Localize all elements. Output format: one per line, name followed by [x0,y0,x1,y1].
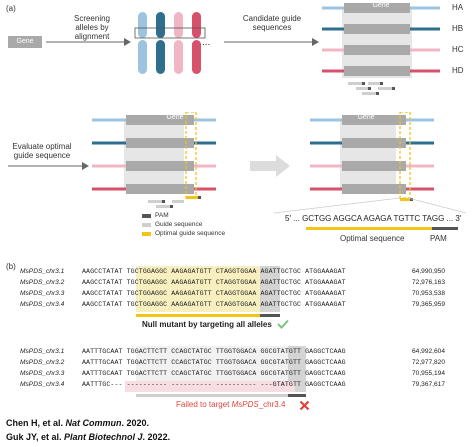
legend-swatch-optimal [142,231,151,236]
chromosome-1 [138,12,147,74]
alignment-block-1: MsPDS_chr3.1 AAGCCTATAT TGCTGGAGGC AAGAG… [20,268,470,312]
chromosome-set [134,12,206,74]
alignment-row: MsPDS_chr3.3 AATTTGCAAT TGGACTTCTT CCAGC… [20,370,446,377]
chromosome-2 [156,12,165,74]
cross-icon [299,400,310,411]
alignment-block-2: MsPDS_chr3.1 AATTTGCAAT TGGACTTCTT CCAGC… [20,348,470,392]
legend-item-guide: Guide sequence [142,220,225,229]
pam-highlight-1 [260,266,280,312]
gene-segment [344,45,410,55]
arrow-evaluate [8,162,89,170]
arrow-candidate [224,38,319,46]
legend-item-pam: PAM [142,211,225,220]
sequence-bars [306,227,458,230]
alignment-row: MsPDS_chr3.2 AAGCCTATAT TGCTGGAGGC AAGAG… [20,279,446,286]
target-bar-2 [136,394,306,397]
alignment-row: MsPDS_chr3.1 AAGCCTATAT TGCTGGAGGC AAGAG… [20,268,446,275]
alignment-row: MsPDS_chr3.4 AATTTGC--- ---------- -----… [20,381,446,388]
gene-segment-label: Gene [372,2,390,9]
target-bar-1 [136,314,280,317]
target-sequence: 5′ ... GCTGG AGGCA AGAGA TGTTC TAGG ... … [285,214,462,223]
gene-segment [344,66,410,76]
pam-label: PAM [430,234,447,243]
gene-segment [344,24,410,34]
deletion-highlight [125,381,295,392]
hap-label-HC: HC [452,45,464,54]
ellipsis: ... [202,37,211,48]
citation-1: Chen H, et al. Nat Commun. 2020. [6,418,150,428]
gene-segment [344,3,410,13]
chromosome-4 [192,12,201,74]
pam-highlight-2 [288,346,306,392]
gene-segment-label: Gene [166,114,184,121]
gene-box: Gene [8,36,42,48]
guide-highlight-1 [136,266,260,312]
gene-box-label: Gene [16,38,34,45]
alignment-row: MsPDS_chr3.3 AAGCCTATAT TGCTGGAGGC AAGAG… [20,290,446,297]
check-icon [277,319,289,329]
hap-label-HD: HD [452,66,464,75]
alignment-diagram-candidates [322,3,440,95]
step-evaluate-label: Evaluate optimal guide sequence [12,142,72,160]
selection-box [134,27,206,39]
result-failed: Failed to target MsPDS_chr3.4 [176,400,286,409]
panel-b-label: (b) [6,262,16,271]
gene-segment-label: Gene [357,114,375,121]
legend-item-optimal: Optimal guide sequence [142,229,225,238]
alignment-row: MsPDS_chr3.4 AAGCCTATAT TGCTGGAGGC AAGAG… [20,301,446,308]
alignment-diagram-evaluate [92,112,216,208]
legend-swatch-pam [142,213,151,218]
panel-a-label: (a) [6,4,16,13]
pam-marks [362,82,395,95]
arrow-screening [46,38,131,46]
hap-label-HB: HB [452,24,464,33]
legend-swatch-guide [142,222,151,227]
alignment-row: MsPDS_chr3.1 AATTTGCAAT TGGACTTCTT CCAGC… [20,348,446,355]
alignment-row: MsPDS_chr3.2 AATTTGCAAT TGGACTTCTT CCAGC… [20,359,446,366]
hap-label-HA: HA [452,3,464,12]
chromosome-3 [174,12,183,74]
big-arrow [250,155,290,177]
step-candidate-label: Candidate guide sequences [242,14,302,32]
legend: PAM Guide sequence Optimal guide sequenc… [142,211,225,238]
step-screening-label: Screening alleles by alignment [73,14,111,41]
zoom-lines [273,197,467,214]
citation-2: Guk JY, et al. Plant Biotechnol J. 2022. [6,432,171,442]
guide-sequences [348,82,392,95]
result-null-mutant: Null mutant by targeting all alleles [142,320,272,329]
optimal-sequence-label: Optimal sequence [340,234,405,243]
alignment-diagram-optimal [310,112,434,201]
